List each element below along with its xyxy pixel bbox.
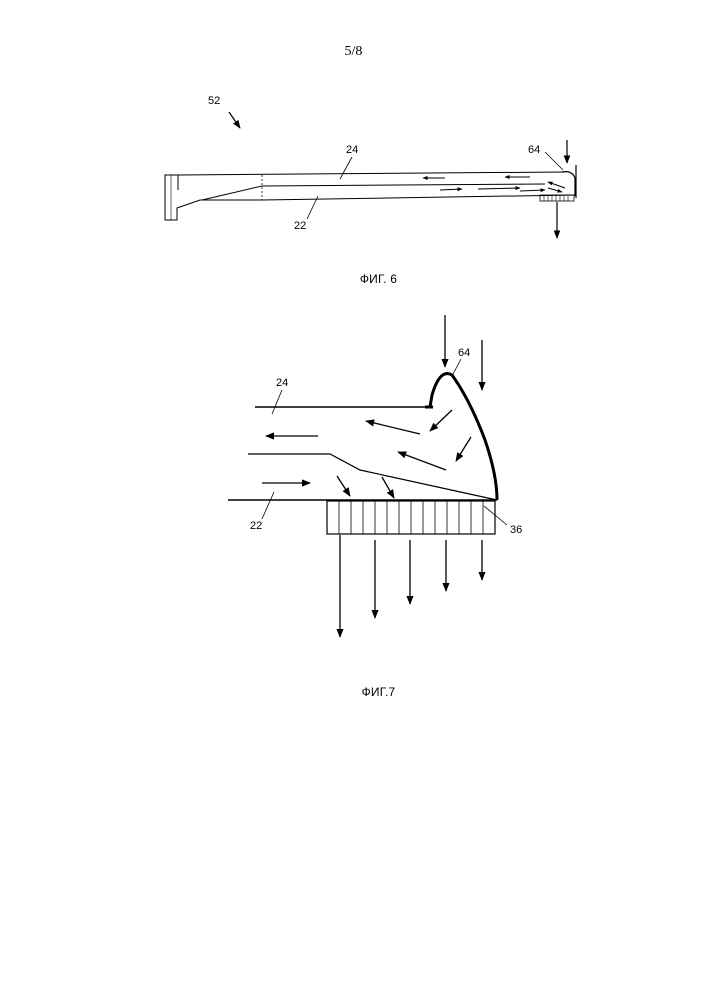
label-24-fig6: 24: [346, 144, 358, 156]
label-36-fig7: 36: [510, 524, 522, 536]
label-64-fig7: 64: [458, 347, 470, 359]
fig7-outlet-grid: [327, 501, 495, 534]
fig7-flow-arrows: [262, 410, 471, 498]
arrow-52: [229, 112, 240, 128]
label-64-fig6: 64: [528, 144, 540, 156]
label-22-fig6: 22: [294, 220, 306, 232]
leader-64-fig6: [545, 152, 563, 170]
label-22-fig7: 22: [250, 520, 262, 532]
leader-36-fig7: [484, 506, 507, 525]
duct-top-line: [178, 172, 565, 175]
fig7-grid-ticks: [339, 501, 483, 534]
figure-6-caption: ФИГ. 6: [25, 272, 707, 286]
duct-bottom-line: [262, 195, 575, 200]
leader-24-fig7: [272, 390, 282, 414]
figure-7-caption: ФИГ.7: [25, 685, 707, 699]
leader-24-fig6: [340, 157, 352, 179]
fig7-partition: [248, 454, 497, 500]
left-mount-upper: [165, 175, 178, 190]
label-52: 52: [208, 95, 220, 107]
fig7-cap-curve: [430, 374, 497, 500]
leader-64-fig7: [452, 359, 461, 376]
duct-partition-2: [262, 184, 545, 186]
label-24-fig7: 24: [276, 377, 288, 389]
fig7-outlet-arrows: [340, 535, 482, 637]
leader-22-fig7: [262, 492, 274, 519]
duct-partition: [202, 186, 262, 200]
end-cap: [562, 172, 575, 196]
figure-6-drawing: 52 24 22 64: [0, 0, 707, 300]
